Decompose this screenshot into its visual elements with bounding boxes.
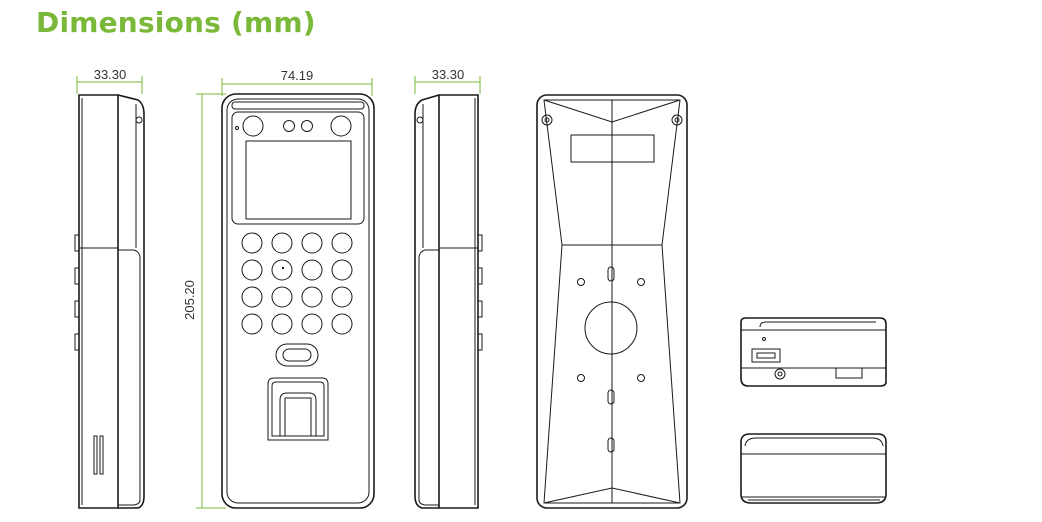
keypad <box>241 232 353 335</box>
dim-side-left-depth: 33.30 <box>94 67 127 82</box>
dim-front-height: 205.20 <box>182 280 197 320</box>
front-view: 74.19 205.20 <box>182 68 375 509</box>
bottom-view <box>740 317 887 387</box>
top-view <box>740 433 887 504</box>
back-view <box>536 94 688 509</box>
page-title: Dimensions (mm) <box>36 6 316 39</box>
side-view-right: 33.30 <box>414 67 483 509</box>
dim-side-right-depth: 33.30 <box>432 67 465 82</box>
fingerprint-sensor <box>267 377 329 441</box>
dim-front-width: 74.19 <box>281 68 314 83</box>
side-view-left: 33.30 <box>74 67 145 509</box>
